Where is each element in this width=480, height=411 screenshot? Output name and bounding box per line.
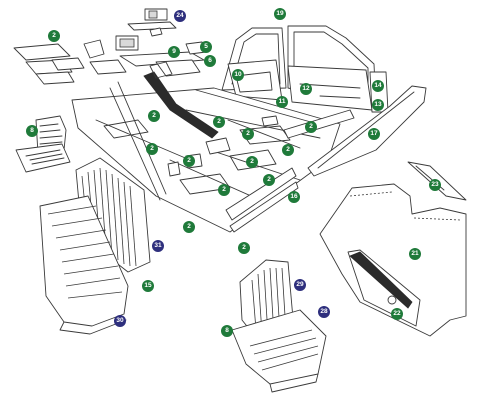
- callout-13: 13: [372, 99, 384, 111]
- callout-16: 16: [288, 191, 300, 203]
- callout-23: 23: [429, 179, 441, 191]
- callout-2-floor-a: 2: [183, 155, 195, 167]
- callout-12: 12: [300, 83, 312, 95]
- clip-pack-part: [127, 8, 177, 37]
- callout-24: 24: [174, 10, 186, 22]
- callout-2-mid-b: 2: [305, 121, 317, 133]
- callout-2-floor-c: 2: [263, 174, 275, 186]
- front-seat-left: [15, 115, 71, 173]
- callout-2-mid-a: 2: [213, 116, 225, 128]
- callout-2-tunnel: 2: [148, 110, 160, 122]
- front-seat-bottom: [231, 259, 327, 393]
- callout-10: 10: [232, 69, 244, 81]
- callout-11: 11: [276, 96, 288, 108]
- callout-2-mid-c: 2: [242, 128, 254, 140]
- callout-6: 6: [204, 55, 216, 67]
- console-panels: [115, 35, 207, 77]
- callout-15: 15: [142, 280, 154, 292]
- callout-19: 19: [274, 8, 286, 20]
- callout-21: 21: [409, 248, 421, 260]
- callout-17: 17: [368, 128, 380, 140]
- callout-2-floor-f: 2: [238, 242, 250, 254]
- boot-side-strip: [307, 85, 427, 177]
- callout-28: 28: [318, 306, 330, 318]
- callout-8-seat-left: 8: [26, 125, 38, 137]
- boot-floor-panel: [319, 183, 467, 337]
- callout-2-floor-e: 2: [183, 221, 195, 233]
- front-mats-kit: [13, 39, 127, 85]
- callout-2-mid-e: 2: [282, 144, 294, 156]
- tunnel-cover: [143, 61, 219, 139]
- callout-5: 5: [200, 41, 212, 53]
- rear-seat: [39, 157, 151, 335]
- boot-side-panel: [347, 249, 421, 327]
- callout-22: 22: [391, 308, 403, 320]
- sill-strips: [225, 109, 355, 233]
- callout-29: 29: [294, 279, 306, 291]
- callout-9: 9: [168, 46, 180, 58]
- callout-2-floor-d: 2: [218, 184, 230, 196]
- callout-2-mid-d: 2: [146, 143, 158, 155]
- callout-2-floor-b: 2: [246, 156, 258, 168]
- callout-8-seat-bottom: 8: [221, 325, 233, 337]
- floor-carpet-set: [71, 81, 341, 233]
- callout-2-front-mats: 2: [48, 30, 60, 42]
- callout-31: 31: [152, 240, 164, 252]
- callout-14: 14: [372, 80, 384, 92]
- callout-30: 30: [114, 315, 126, 327]
